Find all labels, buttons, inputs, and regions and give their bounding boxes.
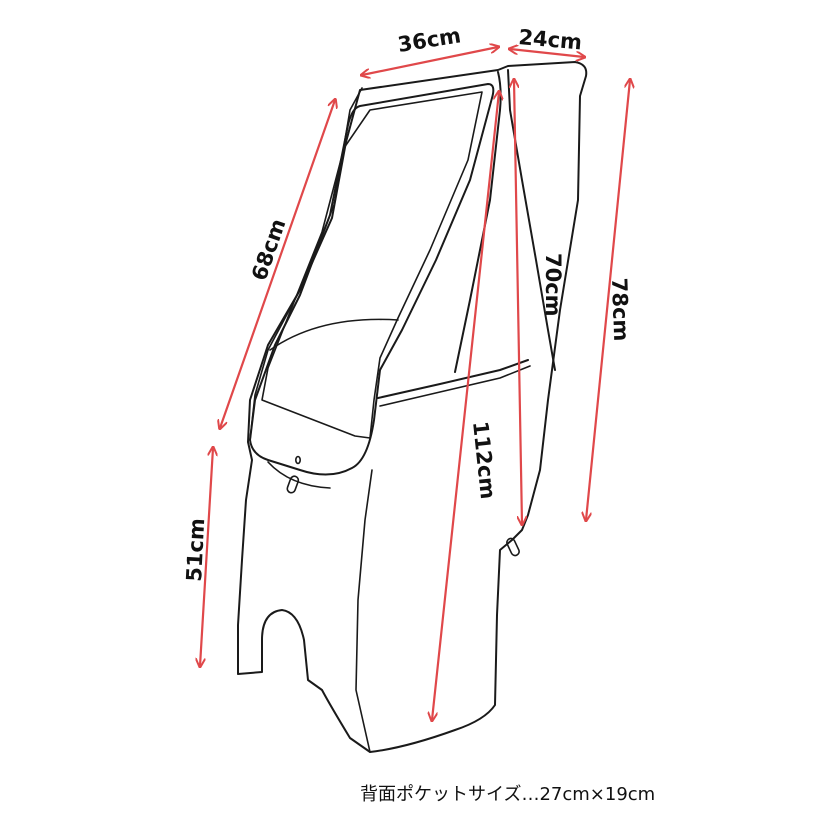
label-lower-front: 51cm xyxy=(182,518,209,583)
label-top-width: 36cm xyxy=(396,23,463,57)
cover-body-outline xyxy=(237,61,588,753)
product-outline xyxy=(237,61,588,753)
arrow-top-depth xyxy=(510,49,584,57)
arrow-front-slope xyxy=(220,100,335,428)
dimension-arrows xyxy=(200,47,630,720)
pocket-size-caption: 背面ポケットサイズ…27cm×19cm xyxy=(360,784,656,805)
window-pane-inner xyxy=(261,91,483,439)
belt-seam xyxy=(377,359,529,399)
zipper-ring-icon xyxy=(294,455,301,465)
zipper-pull-icon xyxy=(286,475,300,494)
label-front-slope: 68cm xyxy=(247,216,290,284)
lower-body-crease xyxy=(355,469,373,753)
side-zipper-pull-icon xyxy=(506,537,520,557)
window-interior-curve xyxy=(269,318,399,351)
arrow-lower-front xyxy=(200,448,213,666)
arrow-top-width xyxy=(362,47,498,75)
front-zipper xyxy=(267,455,331,494)
side-panel-edge xyxy=(454,71,502,373)
zipper-track xyxy=(267,461,331,489)
arrow-side-length xyxy=(514,80,522,524)
label-full-diagonal: 112cm xyxy=(468,420,500,500)
dimension-labels: 36cm 24cm 68cm 51cm 112cm 70cm 78cm xyxy=(182,23,633,582)
arrow-back-height xyxy=(586,80,630,520)
label-side-length: 70cm xyxy=(541,253,565,317)
side-zipper xyxy=(506,537,520,557)
arrow-full-diagonal xyxy=(432,92,499,720)
label-top-depth: 24cm xyxy=(518,25,583,54)
label-back-height: 78cm xyxy=(607,277,633,341)
